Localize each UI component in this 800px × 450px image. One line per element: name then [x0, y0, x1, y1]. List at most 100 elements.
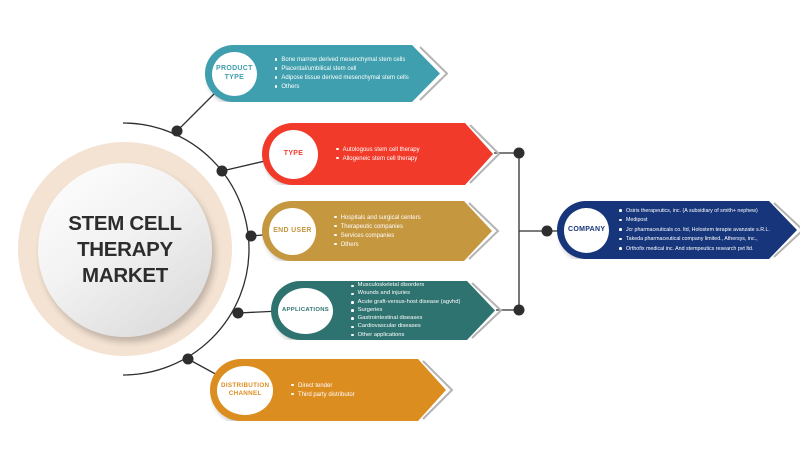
list-item: Medipost — [619, 216, 770, 225]
item-text: Services companies — [340, 232, 395, 239]
segment-label: PRODUCT TYPE — [216, 65, 253, 81]
connector-arc — [122, 122, 250, 376]
bullet-icon — [351, 334, 354, 337]
segment-label-circle: TYPE — [269, 130, 318, 179]
bullet-icon — [275, 85, 278, 88]
list-item: Direct tender — [291, 382, 354, 390]
list-item: Allogeneic stem cell therapy — [336, 155, 420, 163]
central-circle-inner: STEM CELL THERAPY MARKET — [38, 163, 212, 337]
page-title-line1: STEM CELL THERAPY — [68, 212, 182, 261]
item-text: Cardiovascular diseases — [357, 323, 421, 330]
chevron-icon — [471, 282, 503, 339]
item-text: Surgeries — [357, 306, 383, 313]
list-item: Therapeutic companies — [334, 223, 421, 231]
segment-product-type: PRODUCT TYPE Bone marrow derived mesench… — [205, 45, 440, 102]
list-item: Osiris therapeutics, inc. (A subsidiary … — [619, 207, 770, 216]
segment-label-circle: DISTRIBUTION CHANNEL — [217, 366, 273, 415]
list-item: Other applications — [351, 332, 460, 339]
bullet-icon — [334, 243, 337, 246]
chevron-icon — [468, 202, 500, 260]
bullet-icon — [351, 285, 354, 288]
segment-label-circle: END USER — [269, 208, 316, 255]
list-item: Others — [275, 83, 409, 91]
list-item: Hospitals and surgical centers — [334, 214, 421, 222]
page-title-line2: MARKET — [82, 264, 168, 287]
item-text: Wounds and injuries — [357, 290, 411, 297]
item-text: Gastrointestinal diseases — [357, 315, 423, 322]
bullet-icon — [619, 209, 622, 212]
segment-company: COMPANY Osiris therapeutics, inc. (A sub… — [557, 201, 797, 259]
segment-type: TYPE Autologous stem cell therapy Alloge… — [262, 123, 493, 185]
item-text: Allogeneic stem cell therapy — [342, 155, 418, 162]
segment-label: END USER — [273, 226, 312, 234]
bullet-icon — [291, 393, 294, 396]
segment-item-list: Osiris therapeutics, inc. (A subsidiary … — [619, 207, 770, 254]
item-text: Bone marrow derived mesenchymal stem cel… — [281, 57, 406, 63]
chevron-icon — [419, 46, 449, 101]
segment-label: TYPE — [283, 149, 304, 157]
bullet-icon — [351, 326, 354, 329]
item-text: Musculoskeletal disorders — [357, 282, 425, 289]
list-item: Takeda pharmaceutical company limited., … — [619, 235, 770, 244]
item-text: Osiris therapeutics, inc. (A subsidiary … — [625, 207, 758, 214]
list-item: Services companies — [334, 232, 421, 240]
segment-label: COMPANY — [568, 225, 606, 233]
bullet-icon — [336, 148, 339, 151]
bullet-icon — [275, 76, 278, 79]
bullet-icon — [619, 238, 622, 241]
bullet-icon — [619, 247, 622, 250]
item-text: Third party distributor — [297, 391, 355, 398]
list-item: Autologous stem cell therapy — [336, 146, 420, 154]
segment-label: APPLICATIONS — [282, 307, 330, 314]
list-item: Orthofix medical inc. And stempeutics re… — [619, 245, 770, 254]
list-item: Jcr pharmaceuticals co. ltd, Holostem te… — [619, 226, 770, 235]
bullet-icon — [334, 225, 337, 228]
list-item: Others — [334, 241, 421, 249]
segment-item-list: Musculoskeletal disorders Wounds and inj… — [351, 282, 460, 338]
item-text: Orthofix medical inc. And stempeutics re… — [625, 245, 754, 252]
bullet-icon — [351, 317, 354, 320]
bullet-icon — [275, 58, 278, 61]
item-text: Direct tender — [297, 382, 333, 389]
item-text: Takeda pharmaceutical company limited., … — [625, 236, 758, 243]
segment-applications: APPLICATIONS Musculoskeletal disorders W… — [271, 281, 495, 340]
segment-item-list: Direct tender Third party distributor — [291, 382, 354, 399]
segment-item-list: Hospitals and surgical centers Therapeut… — [334, 214, 421, 249]
bullet-icon — [619, 219, 622, 222]
segment-label: DISTRIBUTION CHANNEL — [221, 381, 270, 397]
bullet-icon — [334, 216, 337, 219]
list-item: Musculoskeletal disorders — [351, 282, 460, 289]
item-text: Adipose tissue derived mesenchymal stem … — [281, 75, 409, 81]
item-text: Other applications — [357, 331, 405, 338]
chevron-icon — [773, 202, 800, 258]
chevron-icon — [422, 360, 454, 420]
item-text: Jcr pharmaceuticals co. ltd, Holostem te… — [625, 226, 770, 233]
bullet-icon — [334, 234, 337, 237]
segment-end-user: END USER Hospitals and surgical centers … — [262, 201, 492, 261]
list-item: Bone marrow derived mesenchymal stem cel… — [275, 56, 409, 64]
segment-item-list: Bone marrow derived mesenchymal stem cel… — [275, 56, 409, 91]
bullet-icon — [291, 384, 294, 387]
bullet-icon — [351, 293, 354, 296]
bullet-icon — [619, 228, 622, 231]
central-circle: STEM CELL THERAPY MARKET — [18, 142, 232, 356]
arrow-outline-icons — [419, 46, 800, 420]
item-text: Others — [340, 241, 359, 248]
list-item: Wounds and injuries — [351, 290, 460, 297]
list-item: Adipose tissue derived mesenchymal stem … — [275, 74, 409, 82]
item-text: Hospitals and surgical centers — [340, 214, 421, 221]
bullet-icon — [275, 67, 278, 70]
bullet-icon — [351, 309, 354, 312]
list-item: Third party distributor — [291, 391, 354, 399]
list-item: Placental/umbilical stem cell — [275, 65, 409, 73]
chevron-icon — [469, 124, 501, 184]
item-text: Therapeutic companies — [340, 223, 403, 230]
segment-label-circle: PRODUCT TYPE — [212, 52, 257, 96]
junction-nodes — [171, 125, 553, 365]
list-item: Acute graft-versus-host disease (agvhd) — [351, 299, 460, 306]
page-title: STEM CELL THERAPY MARKET — [38, 211, 212, 289]
segment-label-circle: COMPANY — [564, 208, 609, 253]
item-text: Others — [281, 84, 300, 90]
item-text: Medipost — [625, 217, 648, 224]
